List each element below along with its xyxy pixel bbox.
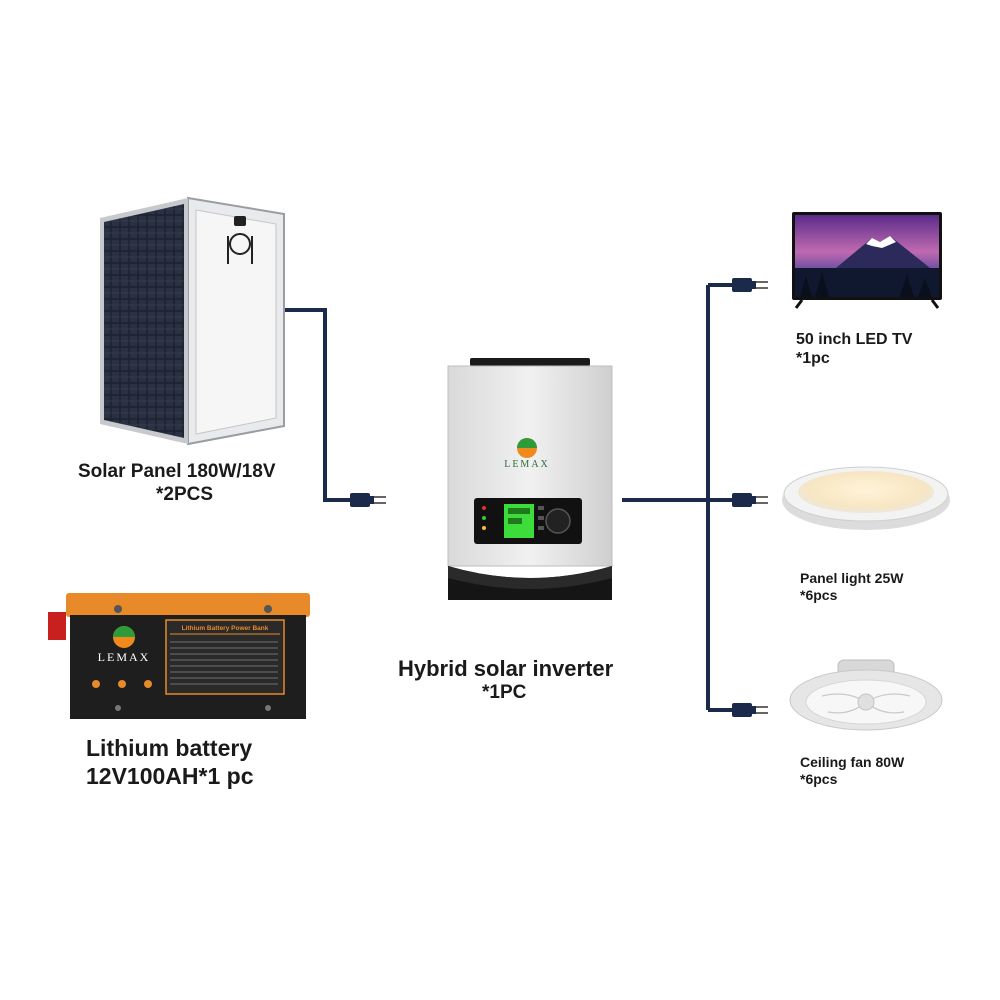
inverter-brand-logo: LEMAX (504, 459, 550, 470)
panel-light-label: Panel light 25W *6pcs (800, 570, 903, 604)
plug-icon (732, 493, 768, 507)
battery-case-title: Lithium Battery Power Bank (182, 625, 269, 632)
ceiling-fan-image (789, 659, 943, 731)
cable-inverter-to-loads (622, 283, 740, 712)
inverter-qty: *1PC (482, 682, 527, 704)
inverter-image (447, 358, 613, 600)
battery-label: Lithium battery 12V100AH*1 pc (86, 735, 254, 790)
panel-light-image (782, 466, 950, 530)
battery-brand-logo: LEMAX (98, 650, 151, 664)
battery-name: Lithium battery (86, 735, 253, 761)
tv-qty: *1pc (796, 350, 830, 368)
solar-panel-image (100, 196, 285, 446)
battery-qty: 12V100AH*1 pc (86, 762, 254, 789)
panel-light-name: Panel light 25W (800, 570, 904, 586)
tv-name: 50 inch LED TV (796, 331, 913, 348)
tv-label: 50 inch LED TV *1pc (796, 330, 912, 368)
panel-light-qty: *6pcs (800, 586, 838, 603)
solar-panel-name: Solar Panel 180W/18V (78, 461, 276, 482)
ceiling-fan-label: Ceiling fan 80W *6pcs (800, 754, 904, 788)
plug-icon (350, 493, 386, 507)
ceiling-fan-qty: *6pcs (800, 770, 838, 787)
cable-panel-to-inverter (285, 308, 360, 502)
tv-image (792, 212, 942, 309)
solar-panel-label: Solar Panel 180W/18V *2PCS (78, 461, 276, 507)
lithium-battery-image (48, 593, 310, 719)
inverter-name: Hybrid solar inverter (398, 656, 614, 681)
ceiling-fan-name: Ceiling fan 80W (800, 754, 905, 770)
solar-panel-qty: *2PCS (156, 483, 214, 505)
plug-icon (732, 703, 768, 717)
inverter-label: Hybrid solar inverter *1PC (398, 656, 613, 705)
plug-icon (732, 278, 768, 292)
